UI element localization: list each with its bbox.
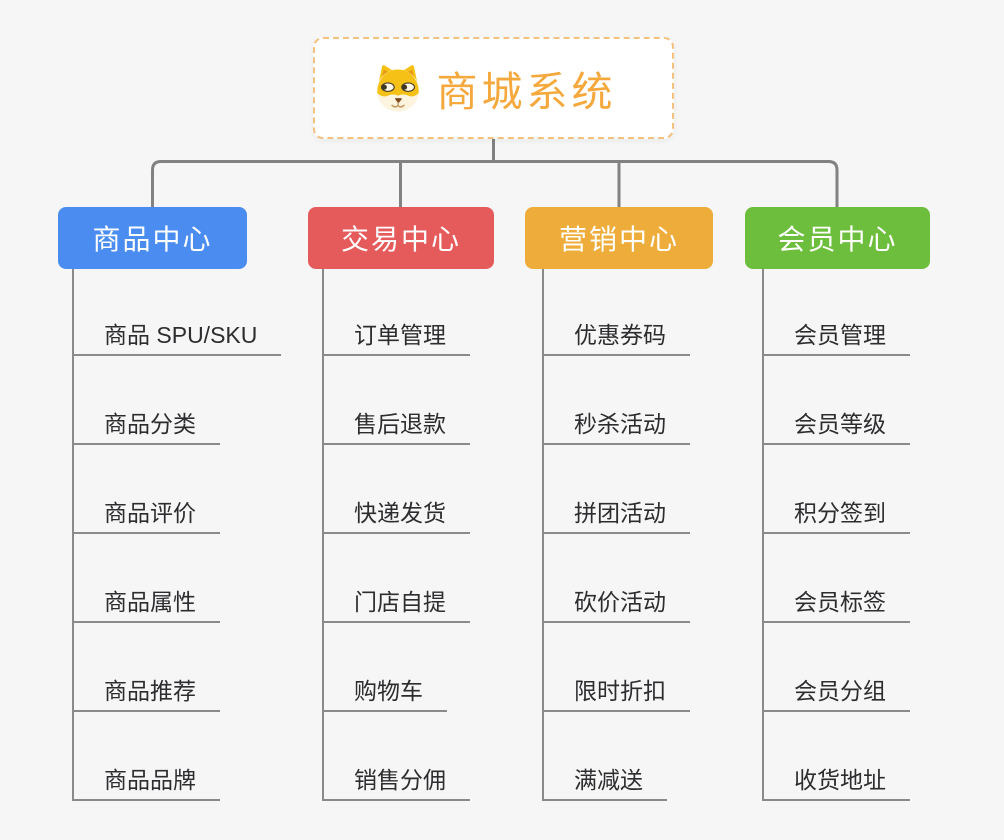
sub-item-shipping-address[interactable]: 收货地址 [762, 761, 910, 801]
root-node[interactable]: 商城系统 [313, 37, 674, 139]
sub-item-member-management[interactable]: 会员管理 [762, 316, 910, 356]
branch-product-center[interactable]: 商品中心 [58, 207, 247, 269]
sub-item-group-buy[interactable]: 拼团活动 [542, 494, 690, 534]
sub-item-member-level[interactable]: 会员等级 [762, 405, 910, 445]
sub-item-express-delivery[interactable]: 快递发货 [322, 494, 470, 534]
sub-item-product-attribute[interactable]: 商品属性 [72, 583, 220, 623]
sub-item-flash-sale[interactable]: 秒杀活动 [542, 405, 690, 445]
branch-member-center[interactable]: 会员中心 [745, 207, 930, 269]
sub-item-sales-commission[interactable]: 销售分佣 [322, 761, 470, 801]
sub-item-member-tag[interactable]: 会员标签 [762, 583, 910, 623]
sub-item-product-review[interactable]: 商品评价 [72, 494, 220, 534]
sub-item-points-checkin[interactable]: 积分签到 [762, 494, 910, 534]
sub-item-member-group[interactable]: 会员分组 [762, 672, 910, 712]
sub-item-product-recommend[interactable]: 商品推荐 [72, 672, 220, 712]
sub-item-product-category[interactable]: 商品分类 [72, 405, 220, 445]
sub-item-coupon-code[interactable]: 优惠券码 [542, 316, 690, 356]
branch-marketing-center[interactable]: 营销中心 [525, 207, 713, 269]
sub-item-order-management[interactable]: 订单管理 [322, 316, 470, 356]
sub-item-limited-time-discount[interactable]: 限时折扣 [542, 672, 690, 712]
root-title: 商城系统 [436, 69, 617, 115]
dog-face-icon [376, 65, 419, 112]
sub-item-aftersale-refund[interactable]: 售后退款 [322, 405, 470, 445]
branch-trade-center[interactable]: 交易中心 [308, 207, 494, 269]
sub-item-product-spu-sku[interactable]: 商品 SPU/SKU [72, 316, 282, 356]
sub-item-spend-and-save[interactable]: 满减送 [542, 761, 667, 801]
sub-item-shopping-cart[interactable]: 购物车 [322, 672, 447, 712]
sub-item-bargain-activity[interactable]: 砍价活动 [542, 583, 690, 623]
sub-item-store-pickup[interactable]: 门店自提 [322, 583, 470, 623]
sub-item-product-brand[interactable]: 商品品牌 [72, 761, 220, 801]
